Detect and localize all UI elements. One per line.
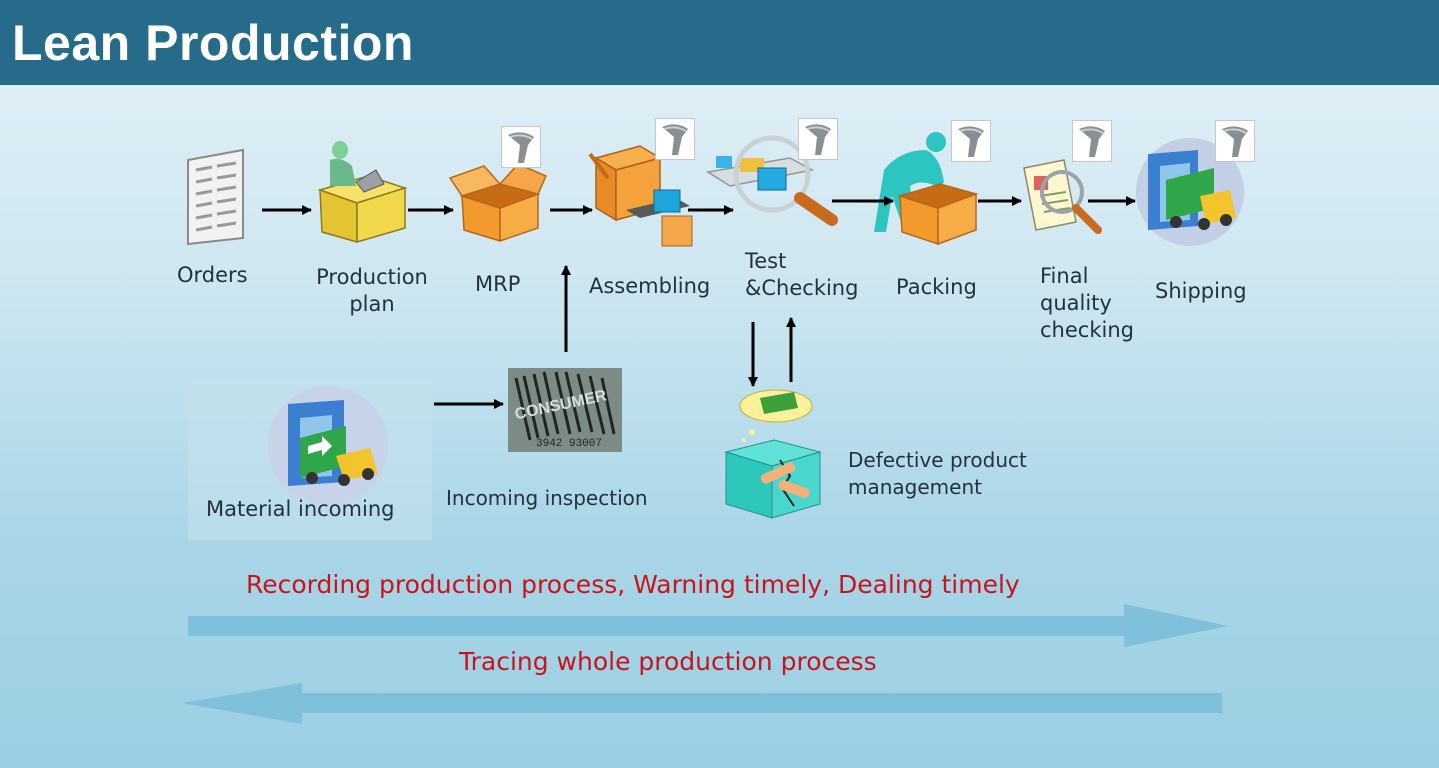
packing-icon [874,132,979,246]
scanner-icon [655,118,695,160]
orders-icon [187,148,244,246]
scanner-icon [951,120,991,162]
material-incoming-label: Material incoming [206,497,395,521]
barcode-image: CONSUMER 3942 93007 [508,368,622,452]
step-label-mrp: MRP [475,272,521,296]
incoming-inspection-label: Incoming inspection [446,486,648,510]
final-quality-icon [1023,159,1102,234]
title-bar: Lean Production [0,0,1439,85]
forward-banner-text: Recording production process, Warning ti… [246,570,1020,599]
defective-product-icon [724,389,822,519]
backward-flow-arrow [182,683,1222,724]
backward-banner-text: Tracing whole production process [459,647,877,676]
step-label-shipping: Shipping [1155,279,1247,303]
scanner-icon [1072,120,1112,162]
shipping-icon [1136,138,1244,246]
scanner-icon [501,126,541,168]
svg-text:3942 93007: 3942 93007 [536,438,602,450]
step-label-orders: Orders [177,263,248,287]
production-plan-icon [317,141,408,243]
step-label-packing: Packing [896,275,977,299]
material-incoming-icon [268,386,388,506]
step-label-production-plan: Production plan [316,265,428,316]
scanner-icon [798,118,838,160]
step-label-test-checking: Test &Checking [745,249,859,300]
process-arrows [262,196,1136,409]
step-label-final-quality: Final quality checking [1040,264,1134,342]
forward-flow-arrow [188,604,1228,647]
slide-title: Lean Production [12,15,414,71]
defective-management-label: Defective product management [848,448,1027,499]
step-label-assembling: Assembling [589,274,711,298]
mrp-icon [448,163,547,243]
test-checking-icon [705,135,838,226]
scanner-icon [1215,120,1255,162]
